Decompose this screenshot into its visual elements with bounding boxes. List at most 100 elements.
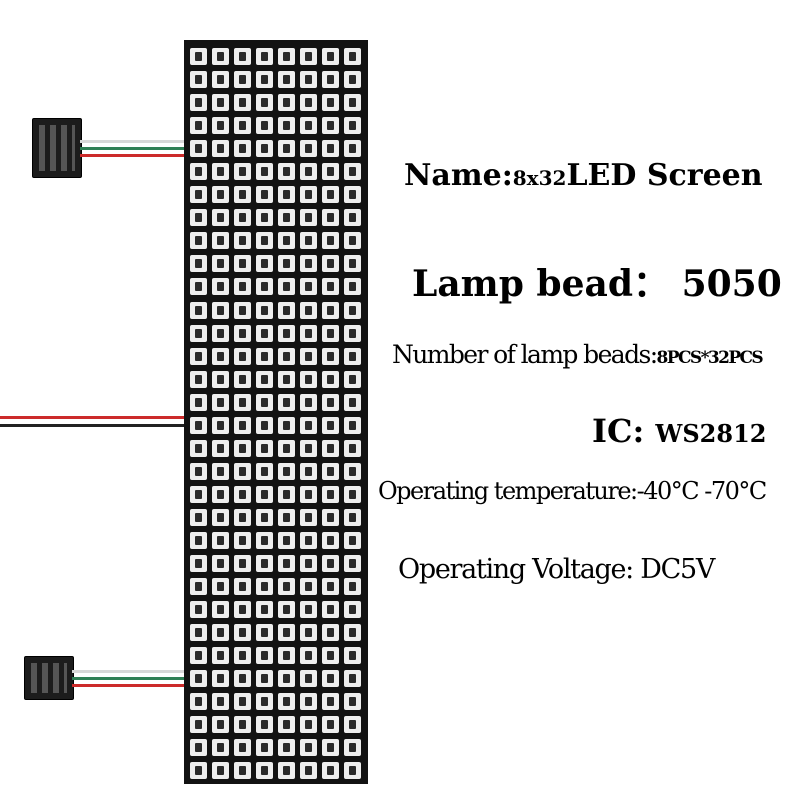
led-bead: [322, 762, 339, 780]
led-bead: [278, 393, 295, 411]
led-bead: [278, 370, 295, 388]
led-bead: [344, 555, 361, 573]
led-bead: [234, 439, 251, 457]
led-bead: [322, 739, 339, 757]
bottom-wire-green: [72, 677, 184, 680]
led-bead: [300, 393, 317, 411]
led-bead: [256, 347, 273, 365]
led-bead: [278, 555, 295, 573]
led-bead: [278, 255, 295, 273]
spec-ic: IC: WS2812: [592, 412, 766, 450]
led-bead: [256, 531, 273, 549]
led-bead: [300, 48, 317, 65]
led-bead: [300, 647, 317, 665]
led-bead: [190, 508, 207, 526]
led-bead: [256, 647, 273, 665]
led-bead: [344, 439, 361, 457]
led-bead: [190, 278, 207, 296]
led-bead: [344, 209, 361, 227]
led-bead: [278, 324, 295, 342]
led-bead: [234, 94, 251, 112]
led-bead: [256, 693, 273, 711]
led-bead: [212, 71, 229, 89]
led-bead: [256, 393, 273, 411]
led-bead: [234, 716, 251, 734]
led-bead: [300, 255, 317, 273]
led-bead: [190, 693, 207, 711]
led-bead: [256, 716, 273, 734]
led-bead: [322, 301, 339, 319]
led-bead: [344, 324, 361, 342]
led-bead: [256, 439, 273, 457]
top-wire-green: [80, 147, 184, 150]
led-bead: [278, 117, 295, 135]
led-bead: [190, 647, 207, 665]
led-bead: [322, 186, 339, 204]
led-bead: [344, 370, 361, 388]
led-bead: [344, 716, 361, 734]
led-bead: [300, 209, 317, 227]
led-bead: [212, 762, 229, 780]
led-bead: [322, 393, 339, 411]
led-bead: [190, 762, 207, 780]
led-bead: [212, 163, 229, 181]
led-bead: [234, 393, 251, 411]
led-bead: [256, 209, 273, 227]
led-bead: [322, 647, 339, 665]
led-bead: [234, 117, 251, 135]
led-bead: [190, 186, 207, 204]
led-bead: [278, 601, 295, 619]
spec-name-size: 8x32: [512, 166, 567, 190]
led-bead: [344, 624, 361, 642]
led-bead: [278, 416, 295, 434]
led-bead: [256, 739, 273, 757]
led-bead: [344, 278, 361, 296]
led-bead: [190, 485, 207, 503]
led-bead: [278, 485, 295, 503]
led-bead: [190, 578, 207, 596]
led-bead: [234, 370, 251, 388]
led-bead: [300, 670, 317, 688]
led-bead: [278, 347, 295, 365]
led-bead: [344, 163, 361, 181]
led-bead: [212, 578, 229, 596]
led-bead: [278, 531, 295, 549]
top-wire-red: [80, 154, 184, 157]
led-bead: [344, 347, 361, 365]
led-bead: [190, 255, 207, 273]
led-bead: [256, 48, 273, 65]
led-bead: [234, 739, 251, 757]
led-bead: [322, 670, 339, 688]
led-bead: [344, 71, 361, 89]
led-bead: [256, 670, 273, 688]
led-bead: [344, 140, 361, 158]
spec-number-value: 8PCS*32PCS: [656, 348, 764, 368]
led-bead: [344, 301, 361, 319]
led-bead: [256, 71, 273, 89]
spec-ic-label: IC:: [592, 412, 645, 450]
led-bead: [190, 555, 207, 573]
led-bead: [234, 278, 251, 296]
led-bead: [190, 739, 207, 757]
led-bead: [234, 301, 251, 319]
bottom-connector: [24, 656, 74, 700]
led-bead: [344, 601, 361, 619]
led-bead: [190, 716, 207, 734]
led-bead: [212, 393, 229, 411]
led-bead: [300, 347, 317, 365]
led-bead: [278, 647, 295, 665]
led-bead: [212, 508, 229, 526]
led-bead: [300, 301, 317, 319]
led-bead: [300, 140, 317, 158]
led-bead: [300, 186, 317, 204]
led-bead: [190, 71, 207, 89]
led-bead: [322, 209, 339, 227]
led-bead: [278, 624, 295, 642]
led-grid: [188, 45, 364, 783]
led-bead: [322, 48, 339, 65]
led-bead: [212, 647, 229, 665]
led-bead: [344, 670, 361, 688]
led-bead: [234, 163, 251, 181]
led-bead: [234, 48, 251, 65]
led-bead: [234, 255, 251, 273]
